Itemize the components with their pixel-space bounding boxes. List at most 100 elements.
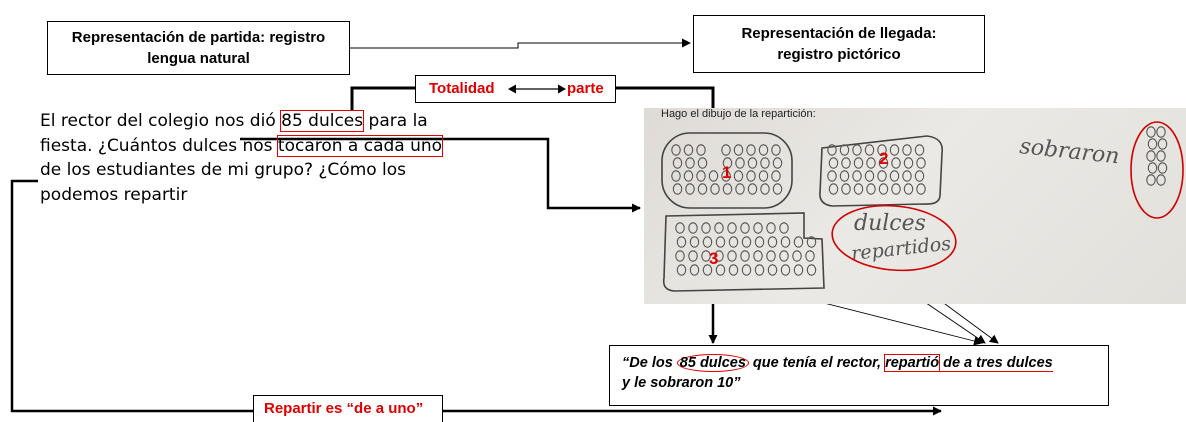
candy-circle bbox=[697, 183, 708, 195]
candy-circle bbox=[766, 250, 776, 262]
highlight-tocaron-a-cada-uno: tocaron a cada uno bbox=[276, 134, 444, 157]
repartir-loop-connector bbox=[10, 179, 253, 413]
candy-circle bbox=[758, 170, 769, 182]
group-number-2: 2 bbox=[879, 149, 888, 168]
candy-circle bbox=[1146, 126, 1156, 138]
candy-circle bbox=[754, 264, 765, 276]
candy-circle bbox=[733, 144, 744, 156]
candy-circle bbox=[753, 222, 763, 234]
candy-circle bbox=[675, 250, 685, 262]
candy-circle bbox=[827, 144, 837, 156]
candy-circle bbox=[746, 170, 756, 182]
candy-circle bbox=[689, 264, 700, 276]
candy-circle bbox=[771, 170, 781, 182]
candy-circle bbox=[754, 236, 765, 248]
candy-circle bbox=[714, 222, 724, 234]
candy-circle bbox=[696, 144, 706, 156]
quote-text-3: de a tres dulces bbox=[939, 355, 1053, 372]
candy-circle bbox=[779, 222, 789, 234]
candy-circle bbox=[853, 183, 864, 195]
arrival-representation-line2: registro pictórico bbox=[777, 46, 901, 63]
candy-circle bbox=[903, 183, 914, 195]
candy-circle bbox=[728, 264, 739, 276]
candy-circle bbox=[828, 157, 839, 169]
candy-circle bbox=[741, 264, 752, 276]
candy-circle bbox=[841, 157, 851, 169]
group-3-outline bbox=[662, 212, 825, 292]
candy-circle bbox=[1147, 138, 1158, 150]
candy-circle bbox=[916, 157, 926, 169]
leftover-candies bbox=[1146, 126, 1168, 186]
problem-text-2: para la fiesta. ¿Cuántos dulces nos bbox=[40, 111, 428, 156]
starting-representation-box: Representación de partida: registro leng… bbox=[47, 21, 350, 75]
candy-circle bbox=[675, 222, 685, 234]
candy-circle bbox=[839, 170, 850, 182]
totality-part-box: Totalidad parte bbox=[415, 75, 616, 103]
arrival-representation-box: Representación de llegada: registro pict… bbox=[693, 15, 985, 73]
candy-circle bbox=[806, 264, 817, 276]
candy-circle bbox=[685, 183, 695, 195]
candy-circle bbox=[891, 157, 901, 169]
candy-circle bbox=[683, 170, 694, 182]
candy-circle bbox=[702, 236, 713, 248]
candy-circle bbox=[891, 183, 901, 195]
repartir-definition-label: Repartir es “de a uno” bbox=[264, 400, 424, 417]
candy-circle bbox=[747, 157, 758, 169]
candy-circle bbox=[889, 170, 900, 182]
candy-circle bbox=[839, 144, 850, 156]
candy-circle bbox=[701, 250, 711, 262]
starting-representation-line2: lengua natural bbox=[147, 50, 250, 67]
candy-circle bbox=[708, 170, 719, 182]
candy-circle bbox=[878, 157, 889, 169]
candy-circle bbox=[746, 144, 756, 156]
candy-circle bbox=[758, 144, 769, 156]
quote-text-2: que tenía el rector, bbox=[748, 355, 886, 371]
candy-circle bbox=[853, 157, 864, 169]
candy-circle bbox=[740, 222, 750, 234]
group-number-1: 1 bbox=[722, 163, 731, 182]
totality-bracket-right bbox=[616, 86, 715, 110]
candy-circle bbox=[760, 157, 770, 169]
start-to-end-connector bbox=[350, 38, 691, 49]
candy-circle bbox=[1156, 150, 1166, 162]
candy-circle bbox=[780, 236, 791, 248]
candy-circle bbox=[806, 236, 817, 248]
group-2-candies bbox=[827, 144, 926, 195]
candy-circle bbox=[760, 183, 770, 195]
candy-circle bbox=[672, 157, 683, 169]
candy-circle bbox=[733, 170, 744, 182]
handwriting-dulces: dulces bbox=[854, 211, 926, 236]
candy-circle bbox=[827, 170, 837, 182]
student-drawing-photo: Hago el dibujo de la repartición: sobrar… bbox=[644, 108, 1186, 304]
candy-circle bbox=[1147, 162, 1158, 174]
totality-bracket-left bbox=[350, 86, 415, 111]
candy-circle bbox=[766, 222, 776, 234]
handwriting-sobraron: sobraron bbox=[1018, 134, 1120, 169]
candy-circle bbox=[780, 264, 791, 276]
candy-circle bbox=[767, 264, 778, 276]
dulces-repartidos-circle bbox=[831, 204, 957, 272]
candy-circle bbox=[701, 222, 711, 234]
candy-circle bbox=[771, 144, 781, 156]
candy-circle bbox=[877, 170, 887, 182]
candy-circle bbox=[715, 264, 726, 276]
candy-circle bbox=[689, 236, 700, 248]
candy-circle bbox=[1146, 174, 1156, 186]
arrival-representation-line1: Representación de llegada: bbox=[741, 25, 937, 42]
double-arrow-icon bbox=[508, 84, 566, 94]
repartir-definition-box: Repartir es “de a uno” bbox=[253, 395, 443, 422]
totality-label: Totalidad bbox=[429, 80, 495, 97]
candy-circle bbox=[852, 144, 862, 156]
candy-circle bbox=[685, 157, 695, 169]
candy-circle bbox=[1146, 150, 1156, 162]
candy-circle bbox=[805, 250, 815, 262]
candy-circle bbox=[721, 144, 731, 156]
quote-highlight-repartio: repartió bbox=[884, 354, 941, 372]
candy-circle bbox=[772, 183, 783, 195]
candy-circle bbox=[735, 183, 745, 195]
candy-circle bbox=[792, 250, 802, 262]
candy-circle bbox=[914, 170, 925, 182]
candy-circle bbox=[676, 236, 687, 248]
part-label: parte bbox=[567, 80, 604, 97]
candy-circle bbox=[735, 157, 745, 169]
